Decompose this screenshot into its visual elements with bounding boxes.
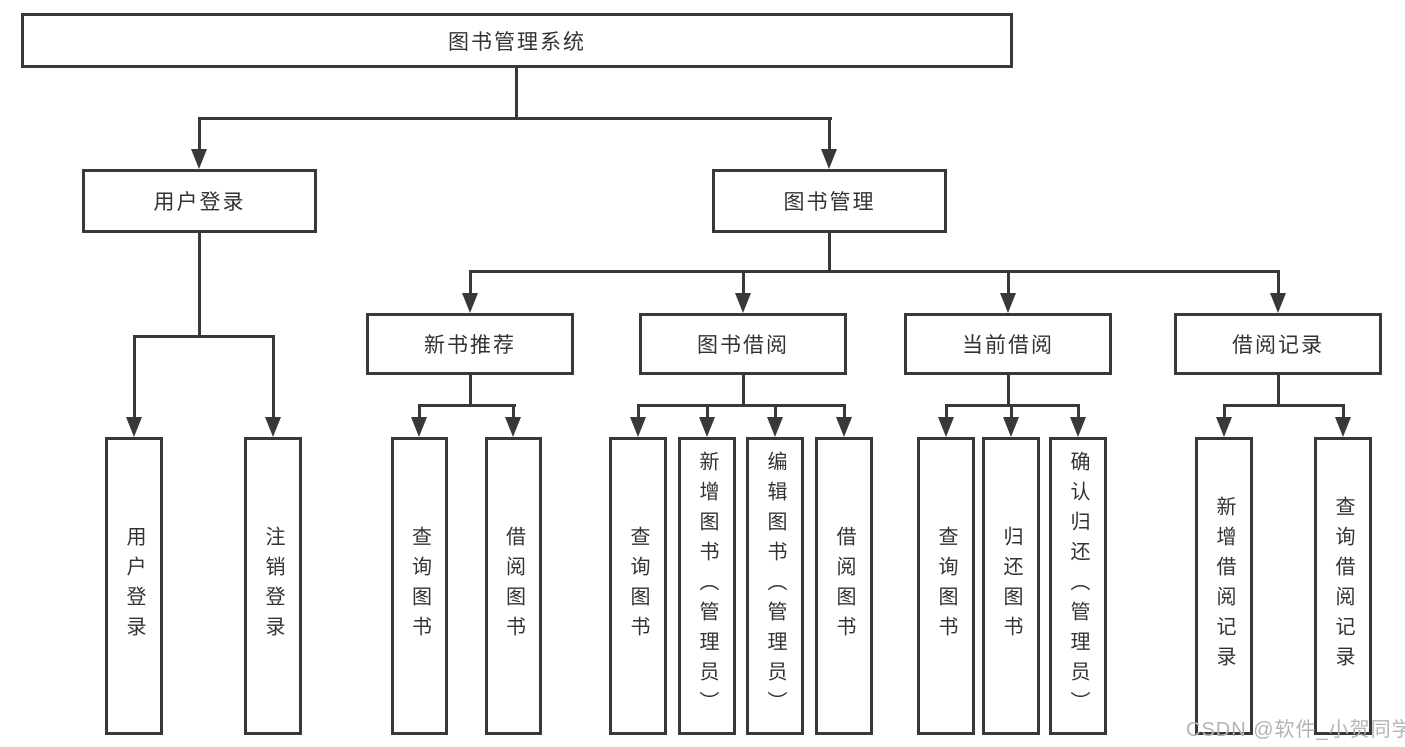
connector-line <box>1077 404 1080 418</box>
node-user-login: 用户登录 <box>82 169 317 233</box>
connector-line <box>774 404 777 418</box>
connector-line <box>133 335 136 418</box>
connector-line <box>512 404 515 418</box>
arrow-down-icon <box>191 149 207 169</box>
arrow-down-icon <box>265 417 281 437</box>
leaf-edit-books-admin: 编辑图书（管理员） <box>746 437 804 735</box>
arrow-down-icon <box>1000 293 1016 313</box>
connector-line <box>418 404 421 418</box>
arrow-down-icon <box>462 293 478 313</box>
connector-line <box>1342 404 1345 418</box>
connector-line <box>1007 270 1010 294</box>
arrow-down-icon <box>1003 417 1019 437</box>
connector-line <box>469 375 472 406</box>
leaf-borrow-books-borrowing: 借阅图书 <box>815 437 873 735</box>
csdn-watermark: CSDN @软件_小贺同学 <box>1186 719 1405 741</box>
node-book-management: 图书管理 <box>712 169 947 233</box>
connector-line <box>742 375 745 406</box>
arrow-down-icon <box>699 417 715 437</box>
leaf-query-borrow-record: 查询借阅记录 <box>1314 437 1372 735</box>
arrow-down-icon <box>767 417 783 437</box>
leaf-query-books-recommend: 查询图书 <box>391 437 448 735</box>
connector-line <box>198 233 201 338</box>
leaf-confirm-return-admin: 确认归还（管理员） <box>1049 437 1107 735</box>
arrow-down-icon <box>1216 417 1232 437</box>
connector-line <box>706 404 709 418</box>
connector-line <box>828 117 831 150</box>
node-new-book-recommend: 新书推荐 <box>366 313 574 375</box>
connector-line <box>1223 404 1226 418</box>
connector-line <box>469 270 1280 273</box>
connector-line <box>515 68 518 118</box>
leaf-add-books-admin: 新增图书（管理员） <box>678 437 736 735</box>
leaf-user-login: 用户登录 <box>105 437 163 735</box>
connector-line <box>133 335 275 338</box>
arrow-down-icon <box>1335 417 1351 437</box>
connector-line <box>418 404 516 407</box>
leaf-add-borrow-record: 新增借阅记录 <box>1195 437 1253 735</box>
arrow-down-icon <box>836 417 852 437</box>
connector-line <box>198 117 832 120</box>
connector-line <box>637 404 640 418</box>
connector-line <box>637 404 846 407</box>
connector-line <box>1277 375 1280 406</box>
arrow-down-icon <box>1070 417 1086 437</box>
leaf-return-books: 归还图书 <box>982 437 1040 735</box>
connector-line <box>1010 404 1013 418</box>
leaf-logout: 注销登录 <box>244 437 302 735</box>
connector-line <box>198 117 201 150</box>
arrow-down-icon <box>735 293 751 313</box>
connector-line <box>843 404 846 418</box>
connector-line <box>1277 270 1280 294</box>
connector-line <box>1223 404 1345 407</box>
node-book-borrowing: 图书借阅 <box>639 313 847 375</box>
arrow-down-icon <box>411 417 427 437</box>
arrow-down-icon <box>630 417 646 437</box>
node-library-management-system: 图书管理系统 <box>21 13 1013 68</box>
leaf-borrow-books-recommend: 借阅图书 <box>485 437 542 735</box>
connector-line <box>828 233 831 273</box>
node-current-borrowing: 当前借阅 <box>904 313 1112 375</box>
node-borrowing-records: 借阅记录 <box>1174 313 1382 375</box>
arrow-down-icon <box>938 417 954 437</box>
connector-line <box>945 404 948 418</box>
connector-line <box>1007 375 1010 406</box>
arrow-down-icon <box>505 417 521 437</box>
connector-line <box>469 270 472 294</box>
connector-line <box>272 335 275 418</box>
leaf-query-books-current: 查询图书 <box>917 437 975 735</box>
connector-line <box>742 270 745 294</box>
arrow-down-icon <box>821 149 837 169</box>
arrow-down-icon <box>126 417 142 437</box>
leaf-query-books-borrowing: 查询图书 <box>609 437 667 735</box>
arrow-down-icon <box>1270 293 1286 313</box>
